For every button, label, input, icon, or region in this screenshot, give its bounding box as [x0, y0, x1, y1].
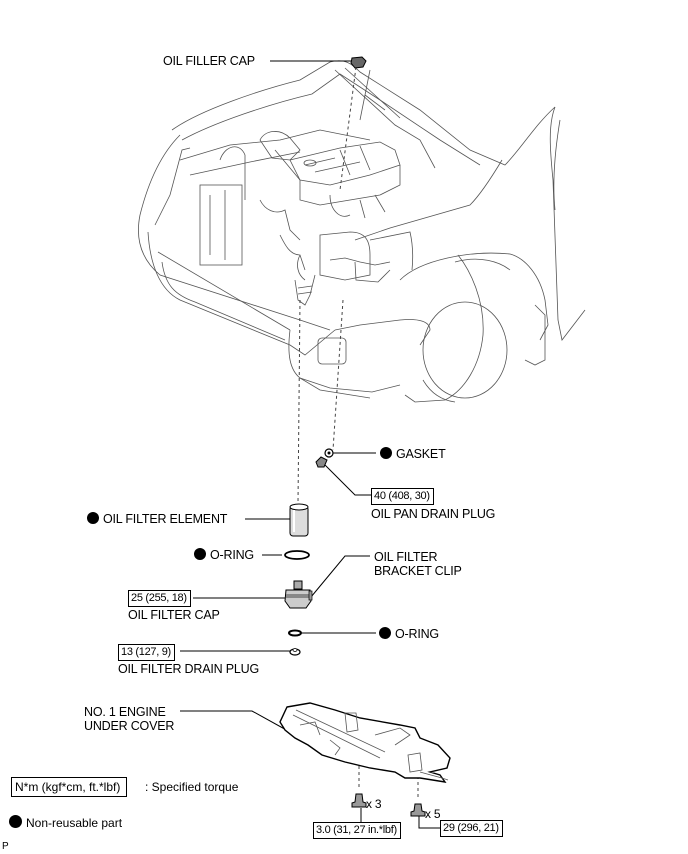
o-ring-lower-label: O-RING — [379, 627, 439, 641]
oil-filter-element-label: OIL FILTER ELEMENT — [87, 512, 227, 526]
bolt-small-part — [351, 793, 367, 808]
bolt-large-torque: 29 (296, 21) — [440, 820, 503, 837]
oil-filter-bracket-clip-label-line1: OIL FILTER — [374, 550, 438, 564]
legend-non-reusable: Non-reusable part — [9, 815, 122, 830]
oil-filter-drain-plug-torque: 13 (127, 9) — [118, 644, 175, 661]
oil-pan-drain-plug-label: OIL PAN DRAIN PLUG — [371, 507, 496, 521]
footer-code: P — [2, 841, 9, 852]
legend-non-reusable-text: Non-reusable part — [26, 816, 123, 830]
vehicle-front-illustration — [138, 60, 586, 403]
o-ring-upper-label-text: O-RING — [210, 548, 254, 562]
under-cover-label: NO. 1 ENGINE UNDER COVER — [84, 705, 174, 733]
non-reusable-dot-icon — [194, 548, 206, 560]
oil-filter-cap-label: OIL FILTER CAP — [128, 608, 220, 622]
oil-pan-drain-plug-torque: 40 (408, 30) — [371, 488, 434, 505]
o-ring-upper-part — [284, 550, 310, 560]
oil-filler-cap-label: OIL FILLER CAP — [163, 54, 255, 68]
oil-filter-cap-part — [284, 580, 313, 609]
gasket-label: GASKET — [380, 447, 446, 461]
non-reusable-dot-icon — [380, 447, 392, 459]
non-reusable-dot-icon — [379, 627, 391, 639]
legend-torque-desc: : Specified torque — [145, 780, 239, 794]
gasket-part — [324, 448, 334, 458]
oil-filter-drain-plug-part — [289, 648, 301, 656]
legend-torque-unit: N*m (kgf*cm, ft.*lbf) — [11, 777, 128, 797]
under-cover-label-line2: UNDER COVER — [84, 719, 175, 733]
non-reusable-dot-icon — [87, 512, 99, 524]
o-ring-upper-label: O-RING — [194, 548, 254, 562]
o-ring-lower-part — [288, 629, 302, 637]
non-reusable-dot-icon — [9, 815, 22, 828]
bolt-small-quantity: x 3 — [366, 797, 382, 811]
bolt-small-torque: 3.0 (31, 27 in.*lbf) — [313, 822, 401, 839]
bolt-large-part — [410, 803, 426, 817]
oil-filler-cap-part — [350, 56, 367, 69]
oil-filter-bracket-clip-label-line2: BRACKET CLIP — [374, 564, 462, 578]
oil-filter-element-label-text: OIL FILTER ELEMENT — [103, 512, 228, 526]
oil-filter-bracket-clip-label: OIL FILTER BRACKET CLIP — [374, 550, 462, 578]
engine-under-cover-part — [279, 702, 451, 783]
oil-pan-drain-plug-part — [315, 456, 328, 468]
oil-filter-element-part — [289, 503, 309, 537]
o-ring-lower-label-text: O-RING — [395, 627, 439, 641]
leader-lines — [180, 60, 440, 829]
oil-filter-drain-plug-label: OIL FILTER DRAIN PLUG — [118, 662, 259, 676]
bolt-large-quantity: x 5 — [425, 807, 441, 821]
under-cover-label-line1: NO. 1 ENGINE — [84, 705, 166, 719]
gasket-label-text: GASKET — [396, 447, 446, 461]
oil-filter-cap-torque: 25 (255, 18) — [128, 590, 191, 607]
